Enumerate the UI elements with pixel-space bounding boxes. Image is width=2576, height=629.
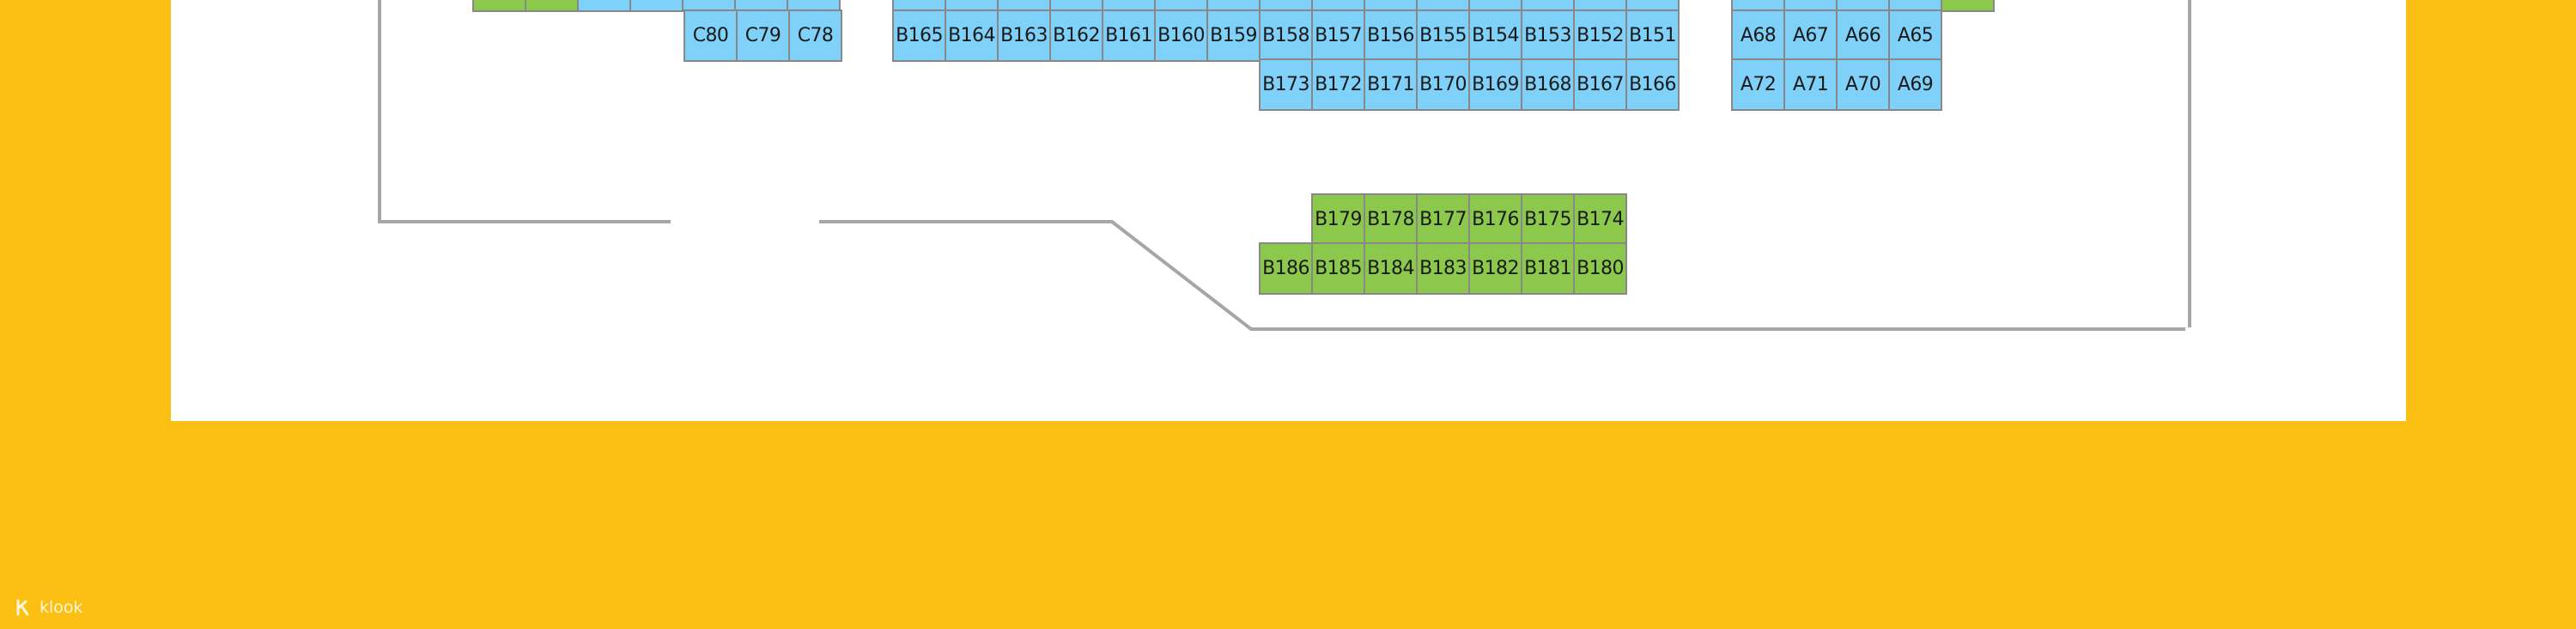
klook-wordmark: klook	[39, 598, 83, 617]
stall-a65[interactable]: A65	[1888, 9, 1942, 62]
stall-b174[interactable]: B174	[1573, 193, 1627, 246]
stall-b161[interactable]: B161	[1102, 9, 1156, 62]
stall-b182[interactable]: B182	[1468, 242, 1522, 295]
klook-watermark: klook	[14, 596, 83, 619]
stall-b166[interactable]: B166	[1625, 58, 1680, 111]
stall-a72[interactable]: A72	[1731, 58, 1785, 111]
stall-b162[interactable]: B162	[1049, 9, 1103, 62]
stall-b167[interactable]: B167	[1573, 58, 1627, 111]
stall-partial[interactable]	[472, 0, 526, 12]
floor-plan-walls	[378, 0, 2191, 331]
stall-c80[interactable]: C80	[683, 9, 738, 62]
stall-a71[interactable]: A71	[1783, 58, 1838, 111]
stall-partial[interactable]	[629, 0, 683, 12]
wall-bottom	[819, 220, 2185, 331]
stall-b170[interactable]: B170	[1416, 58, 1470, 111]
stall-b184[interactable]: B184	[1364, 242, 1418, 295]
wall-left	[378, 0, 671, 223]
stall-b153[interactable]: B153	[1521, 9, 1575, 62]
stall-a69[interactable]: A69	[1888, 58, 1942, 111]
stall-b159[interactable]: B159	[1206, 9, 1261, 62]
stall-a68[interactable]: A68	[1731, 9, 1785, 62]
stall-b164[interactable]: B164	[945, 9, 999, 62]
stall-c79[interactable]: C79	[736, 9, 790, 62]
stall-a67[interactable]: A67	[1783, 9, 1838, 62]
stall-partial[interactable]	[525, 0, 579, 12]
stall-b186[interactable]: B186	[1259, 242, 1313, 295]
stall-c78[interactable]: C78	[788, 9, 842, 62]
stall-b165[interactable]: B165	[892, 9, 946, 62]
stall-b160[interactable]: B160	[1154, 9, 1208, 62]
stall-b181[interactable]: B181	[1521, 242, 1575, 295]
stall-b175[interactable]: B175	[1521, 193, 1575, 246]
stall-b172[interactable]: B172	[1311, 58, 1365, 111]
klook-logo-icon	[16, 599, 29, 616]
stall-b156[interactable]: B156	[1364, 9, 1418, 62]
stall-b168[interactable]: B168	[1521, 58, 1575, 111]
stall-b183[interactable]: B183	[1416, 242, 1470, 295]
stall-b177[interactable]: B177	[1416, 193, 1470, 246]
stall-partial[interactable]	[577, 0, 631, 12]
stall-b158[interactable]: B158	[1259, 9, 1313, 62]
stall-b179[interactable]: B179	[1311, 193, 1365, 246]
stall-b151[interactable]: B151	[1625, 9, 1680, 62]
stall-b154[interactable]: B154	[1468, 9, 1522, 62]
stall-b169[interactable]: B169	[1468, 58, 1522, 111]
stall-b173[interactable]: B173	[1259, 58, 1313, 111]
stall-b178[interactable]: B178	[1364, 193, 1418, 246]
stall-b180[interactable]: B180	[1573, 242, 1627, 295]
stall-b157[interactable]: B157	[1311, 9, 1365, 62]
stall-partial[interactable]	[1941, 0, 1995, 12]
stall-b176[interactable]: B176	[1468, 193, 1522, 246]
stall-b152[interactable]: B152	[1573, 9, 1627, 62]
stall-b155[interactable]: B155	[1416, 9, 1470, 62]
stall-b185[interactable]: B185	[1311, 242, 1365, 295]
stall-a70[interactable]: A70	[1836, 58, 1890, 111]
stall-b171[interactable]: B171	[1364, 58, 1418, 111]
stall-b163[interactable]: B163	[997, 9, 1051, 62]
stall-a66[interactable]: A66	[1836, 9, 1890, 62]
